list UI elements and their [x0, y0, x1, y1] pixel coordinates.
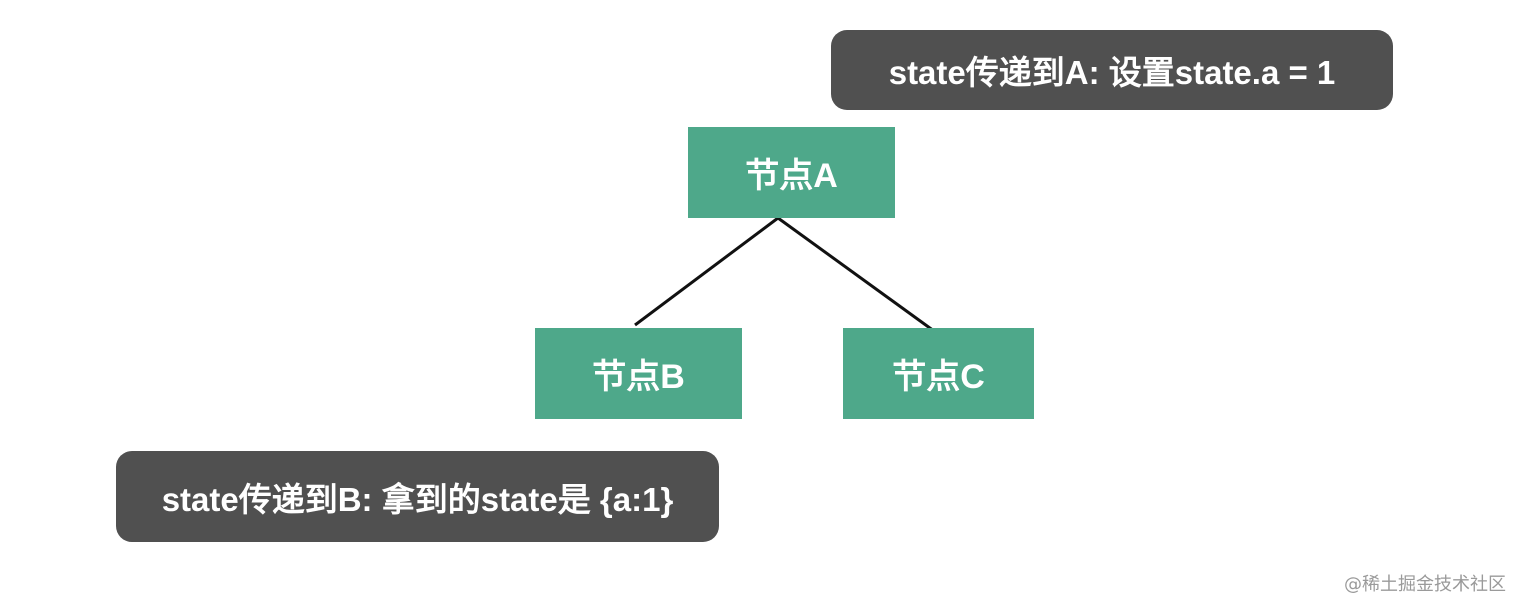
callout-state-b: state传递到B: 拿到的state是 {a:1}	[116, 451, 719, 542]
callout-state-a: state传递到A: 设置state.a = 1	[831, 30, 1393, 110]
node-c-label: 节点C	[892, 358, 985, 396]
edge-a-to-c	[777, 216, 935, 333]
node-c: 节点C	[843, 328, 1034, 419]
edge-a-to-b	[634, 216, 779, 327]
node-a-label: 节点A	[745, 157, 838, 195]
callout-state-b-text: state传递到B: 拿到的state是 {a:1}	[161, 480, 674, 518]
watermark: @稀土掘金技术社区	[1344, 574, 1506, 595]
node-b: 节点B	[535, 328, 742, 419]
node-b-label: 节点B	[592, 358, 685, 396]
callout-state-a-text: state传递到A: 设置state.a = 1	[888, 54, 1336, 91]
node-a: 节点A	[688, 127, 895, 218]
